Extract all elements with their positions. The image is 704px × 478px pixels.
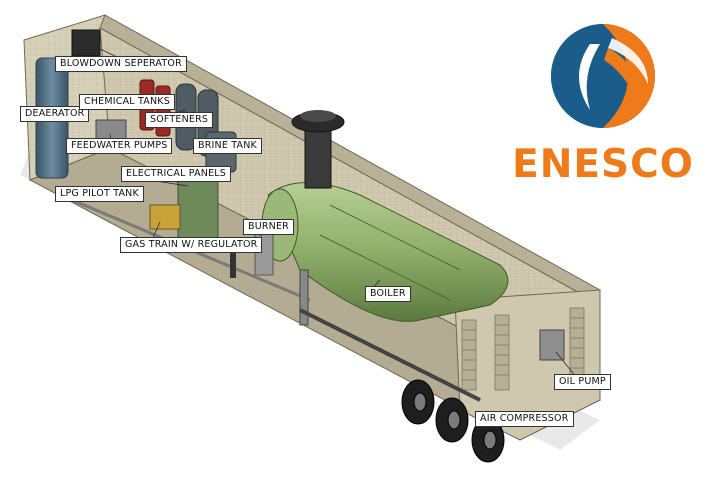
label-blowdown-separator: BLOWDOWN SEPERATOR — [55, 56, 187, 72]
label-deaerator: DEAERATOR — [20, 106, 90, 122]
louvers — [461, 307, 585, 391]
boiler-door — [299, 269, 309, 326]
label-gas-train: GAS TRAIN W/ REGULATOR — [120, 237, 263, 253]
oil-pump-shape — [539, 329, 565, 361]
enesco-logo: ENESCO — [508, 14, 698, 187]
label-chemical-tanks: CHEMICAL TANKS — [79, 94, 175, 110]
label-oil-pump: OIL PUMP — [554, 374, 611, 390]
label-boiler: BOILER — [365, 286, 411, 302]
label-air-compressor: AIR COMPRESSOR — [475, 411, 574, 427]
blowdown-separator-shape — [71, 29, 101, 57]
label-electrical-panels: ELECTRICAL PANELS — [121, 166, 232, 182]
wheels — [401, 379, 505, 463]
label-burner: BURNER — [243, 219, 294, 235]
landing-gear — [230, 248, 236, 278]
label-brine-tank: BRINE TANK — [193, 138, 262, 154]
label-softeners: SOFTENERS — [145, 112, 214, 128]
feedwater-pumps-shape — [95, 119, 127, 141]
gas-train-shape — [149, 204, 181, 230]
enesco-logo-mark — [551, 24, 655, 128]
electrical-panels-shape — [177, 177, 219, 239]
chassis-rail — [299, 308, 481, 402]
stack-shape — [304, 127, 332, 189]
label-feedwater-pumps: FEEDWATER PUMPS — [66, 138, 173, 154]
brand-name: ENESCO — [512, 142, 694, 187]
label-lpg-pilot-tank: LPG PILOT TANK — [55, 186, 144, 202]
